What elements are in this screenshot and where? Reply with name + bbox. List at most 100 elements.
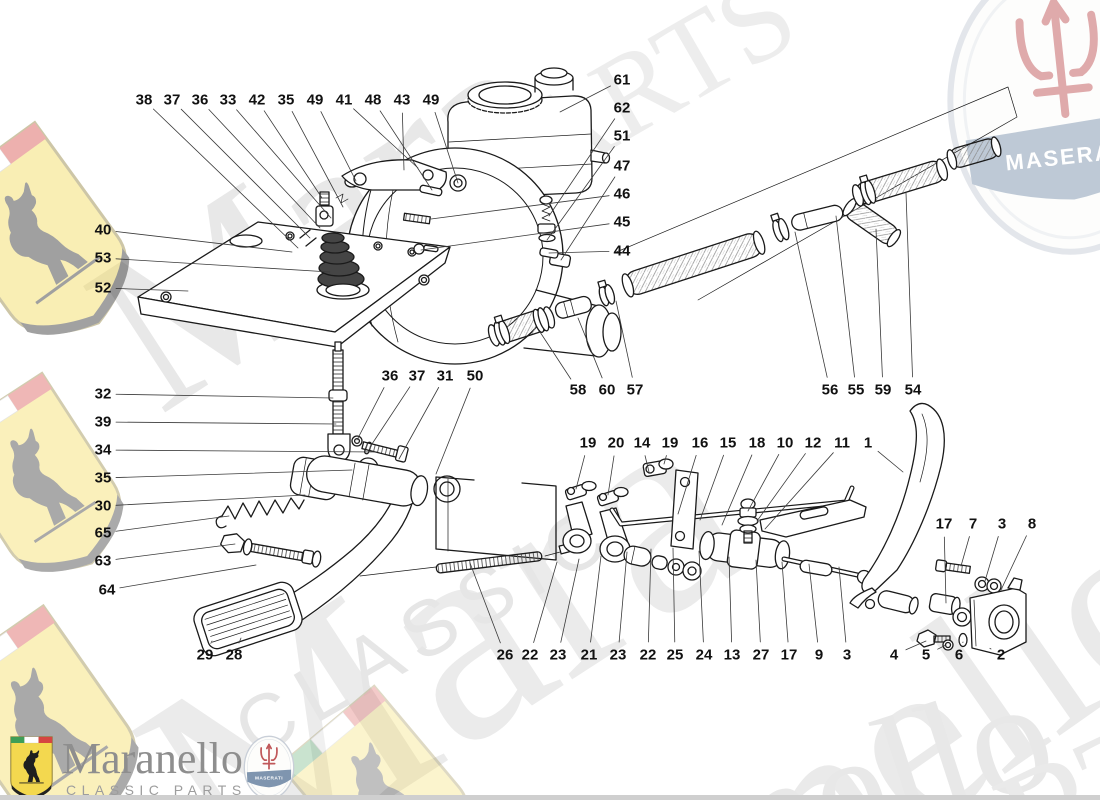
part-number-label: 64 bbox=[99, 582, 116, 599]
part-number-label: 61 bbox=[614, 72, 631, 89]
callout-leader-line bbox=[263, 110, 323, 199]
part-number-label: 57 bbox=[627, 382, 644, 399]
part-number-label: 42 bbox=[249, 92, 266, 109]
brake-pedal-assembly bbox=[193, 341, 461, 657]
part-number-label: 41 bbox=[336, 92, 353, 109]
part-number-label: 39 bbox=[95, 414, 112, 431]
part-number-label: 38 bbox=[136, 92, 153, 109]
part-number-label: 27 bbox=[753, 647, 770, 664]
callout-leader-line bbox=[398, 386, 440, 460]
callout-leader-line bbox=[575, 455, 586, 490]
callout-leader-line bbox=[115, 469, 353, 478]
callout-leader-line bbox=[435, 387, 471, 475]
callout-leader-line bbox=[756, 453, 806, 522]
part-number-label: 14 bbox=[634, 435, 651, 452]
part-number-label: 18 bbox=[749, 435, 766, 452]
part-number-label: 20 bbox=[608, 435, 625, 452]
throttle-linkage bbox=[562, 458, 872, 585]
callout-leader-line bbox=[905, 640, 927, 651]
callout-leader-line bbox=[644, 455, 650, 473]
part-number-label: 31 bbox=[437, 368, 454, 385]
part-number-label: 34 bbox=[95, 442, 112, 459]
callout-leader-line bbox=[877, 450, 904, 473]
part-number-label: 56 bbox=[822, 382, 839, 399]
part-number-label: 7 bbox=[969, 516, 977, 533]
part-number-label: 13 bbox=[724, 647, 741, 664]
part-number-label: 10 bbox=[777, 435, 794, 452]
part-number-label: 49 bbox=[423, 92, 440, 109]
callout-leader-line bbox=[663, 455, 667, 465]
brake-hoses bbox=[487, 136, 1002, 347]
part-number-label: 35 bbox=[278, 92, 295, 109]
callout-leader-line bbox=[180, 108, 311, 239]
callout-leader-line bbox=[838, 566, 847, 643]
callout-leader-line bbox=[677, 455, 697, 515]
part-number-label: 9 bbox=[815, 647, 823, 664]
part-number-label: 21 bbox=[581, 647, 598, 664]
part-number-label: 45 bbox=[614, 214, 631, 231]
callout-leader-line bbox=[546, 146, 615, 241]
callout-leader-line bbox=[430, 195, 610, 220]
part-number-label: 3 bbox=[843, 647, 851, 664]
footer-brand-title: Maranello bbox=[62, 734, 243, 783]
part-number-label: 37 bbox=[409, 368, 426, 385]
part-number-label: 19 bbox=[580, 435, 597, 452]
part-number-label: 63 bbox=[95, 553, 112, 570]
footer-brand-tagline: CLASSIC PARTS bbox=[66, 782, 247, 798]
part-number-label: 51 bbox=[614, 128, 631, 145]
callout-leader-line bbox=[984, 536, 999, 582]
callout-leader-line bbox=[755, 559, 761, 643]
part-number-label: 5 bbox=[922, 647, 930, 664]
part-number-label: 8 bbox=[1028, 516, 1036, 533]
part-number-label: 15 bbox=[720, 435, 737, 452]
callout-leader-line bbox=[728, 556, 733, 643]
callout-leader-line bbox=[369, 386, 411, 448]
part-number-label: 25 bbox=[667, 647, 684, 664]
part-number-label: 30 bbox=[95, 498, 112, 515]
part-number-label: 11 bbox=[834, 435, 850, 452]
part-number-label: 23 bbox=[610, 647, 627, 664]
part-number-label: 50 bbox=[467, 368, 484, 385]
footer-brand-bar: Maranello CLASSIC PARTS bbox=[0, 733, 1100, 800]
part-number-label: 54 bbox=[905, 382, 922, 399]
callout-leader-line bbox=[115, 494, 306, 506]
callout-leader-line bbox=[238, 637, 242, 644]
callout-leader-line bbox=[615, 300, 633, 378]
callout-leader-line bbox=[794, 231, 828, 378]
callout-leader-line bbox=[119, 564, 257, 589]
part-number-label: 53 bbox=[95, 250, 112, 267]
callout-leader-line bbox=[115, 543, 236, 560]
callout-leader-line bbox=[291, 111, 344, 208]
part-number-label: 55 bbox=[848, 382, 865, 399]
callout-leader-line bbox=[401, 112, 405, 171]
part-number-label: 40 bbox=[95, 222, 112, 239]
callout-leader-line bbox=[989, 647, 992, 650]
accelerator-pedal bbox=[849, 402, 945, 615]
callout-leader-line bbox=[747, 454, 780, 512]
callout-leader-line bbox=[379, 110, 433, 191]
callout-leader-line bbox=[560, 558, 580, 643]
part-number-label: 22 bbox=[522, 647, 539, 664]
part-number-label: 12 bbox=[805, 435, 822, 452]
part-number-label: 4 bbox=[890, 647, 899, 664]
pedal-mount-bracket-parts bbox=[916, 559, 1027, 656]
part-number-label: 37 bbox=[164, 92, 181, 109]
bottom-edge-strip bbox=[0, 795, 1100, 800]
callout-leader-line bbox=[533, 561, 558, 643]
part-number-label: 29 bbox=[197, 647, 214, 664]
part-number-label: 49 bbox=[307, 92, 324, 109]
part-number-label: 26 bbox=[497, 647, 514, 664]
brake-pedal-pad bbox=[193, 581, 303, 657]
callout-leader-line bbox=[208, 109, 321, 229]
part-number-label: 23 bbox=[550, 647, 567, 664]
part-number-label: 60 bbox=[599, 382, 616, 399]
callout-leader-line bbox=[721, 454, 753, 526]
part-number-label: 47 bbox=[614, 158, 631, 175]
part-number-label: 46 bbox=[614, 186, 631, 203]
callout-leader-line bbox=[937, 644, 947, 650]
part-number-label: 43 bbox=[394, 92, 411, 109]
callout-leader-line bbox=[356, 387, 385, 441]
